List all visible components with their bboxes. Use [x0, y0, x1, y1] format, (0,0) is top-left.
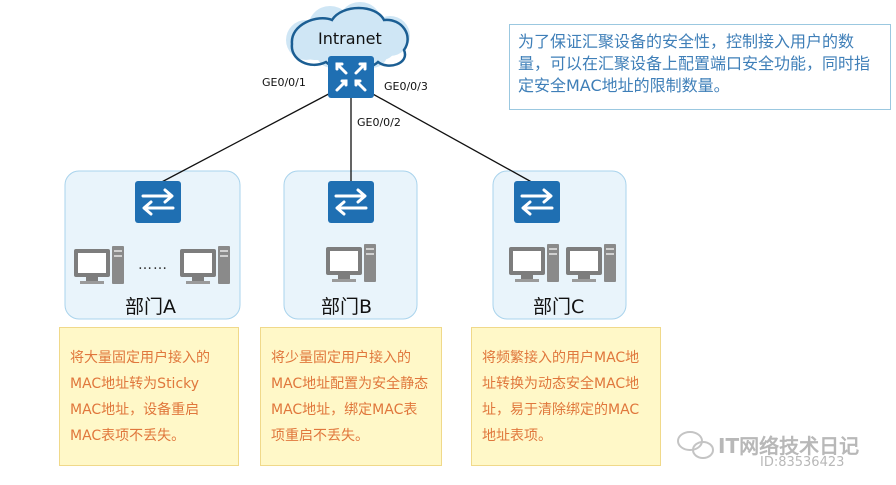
cloud-label: Intranet	[318, 29, 382, 48]
dept-a-label: 部门A	[125, 296, 176, 318]
dept-b-description: 将少量固定用户接入的MAC地址配置为安全静态MAC地址，绑定MAC表项重启不丢失…	[260, 327, 442, 466]
dept-c-description: 将频繁接入的用户MAC地址转换为动态安全MAC地址，易于清除绑定的MAC地址表项…	[471, 327, 661, 466]
link-ge003	[361, 87, 538, 186]
dept-c-label: 部门C	[533, 296, 585, 318]
watermark-title: IT网络技术日记	[718, 434, 860, 458]
port-label-ge002: GE0/0/2	[357, 116, 401, 129]
link-ge001	[155, 87, 341, 186]
more-pcs-ellipsis: ……	[138, 257, 168, 273]
switch-icon-b	[328, 181, 374, 223]
switch-icon-a	[135, 181, 181, 223]
port-label-ge001: GE0/0/1	[262, 76, 306, 89]
wechat-icon	[677, 431, 714, 459]
dept-b-label: 部门B	[321, 296, 373, 318]
core-switch-icon	[328, 56, 374, 98]
switch-icon-c	[514, 181, 560, 223]
port-label-ge003: GE0/0/3	[384, 80, 428, 93]
watermark-id: ID:83536423	[760, 455, 845, 470]
dept-a-description: 将大量固定用户接入的MAC地址转为Sticky MAC地址，设备重启MAC表项不…	[59, 327, 239, 466]
explanation-note: 为了保证汇聚设备的安全性，控制接入用户的数量，可以在汇聚设备上配置端口安全功能，…	[509, 24, 891, 110]
